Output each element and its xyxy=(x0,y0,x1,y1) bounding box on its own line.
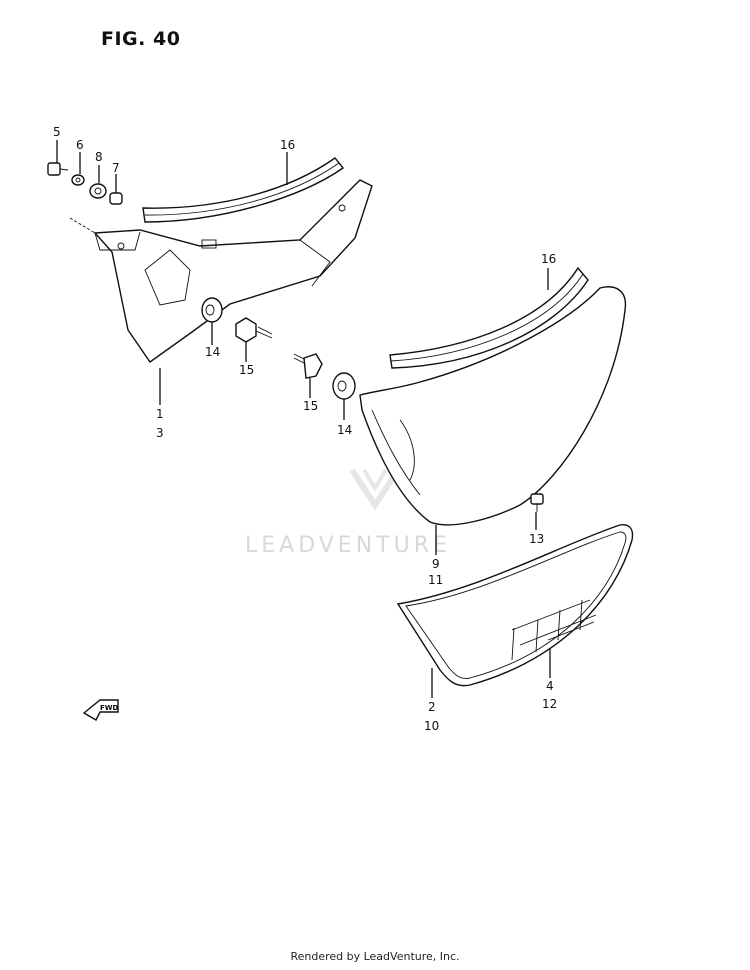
bolt-5[interactable] xyxy=(47,162,69,176)
callout-16-right: 16 xyxy=(541,252,556,266)
figure-title: FIG. 40 xyxy=(101,28,181,50)
seal-right[interactable] xyxy=(389,266,589,369)
grommet-14-right[interactable] xyxy=(332,372,356,400)
washer-6[interactable] xyxy=(71,174,85,186)
callout-2: 2 xyxy=(428,700,436,714)
callout-4: 4 xyxy=(546,679,554,693)
watermark-text: LEADVENTURE xyxy=(245,533,451,558)
screw-15-right[interactable] xyxy=(293,353,323,379)
emblem-lettering[interactable] xyxy=(511,599,597,661)
callout-5: 5 xyxy=(53,125,61,139)
callout-15-right: 15 xyxy=(303,399,318,413)
callout-11: 11 xyxy=(428,573,443,587)
grommet-14-left[interactable] xyxy=(201,297,223,323)
fwd-label: FWD xyxy=(100,704,119,712)
callout-14-right: 14 xyxy=(337,423,352,437)
callout-14-left: 14 xyxy=(205,345,220,359)
callout-1: 1 xyxy=(156,407,164,421)
fwd-arrow-icon: FWD xyxy=(82,699,119,721)
callout-3: 3 xyxy=(156,426,164,440)
right-side-cover[interactable] xyxy=(359,286,627,526)
callout-8: 8 xyxy=(95,150,103,164)
footer-credit: Rendered by LeadVenture, Inc. xyxy=(290,950,460,963)
callout-10: 10 xyxy=(424,719,439,733)
callout-15-left: 15 xyxy=(239,363,254,377)
leader-lines xyxy=(56,140,551,698)
collar-7[interactable] xyxy=(109,192,123,205)
emblem-outline[interactable] xyxy=(396,523,634,687)
callout-9: 9 xyxy=(432,557,440,571)
grommet-8[interactable] xyxy=(89,183,107,199)
callout-12: 12 xyxy=(542,697,557,711)
parts-diagram: LEADVENTURE xyxy=(47,125,634,733)
callout-16-left: 16 xyxy=(280,138,295,152)
left-side-cover[interactable] xyxy=(93,179,373,363)
seal-left[interactable] xyxy=(142,157,345,223)
watermark-logo xyxy=(349,468,401,511)
callout-13: 13 xyxy=(529,532,544,546)
bolt-13[interactable] xyxy=(530,493,544,512)
callout-6: 6 xyxy=(76,138,84,152)
screw-15-left[interactable] xyxy=(235,317,273,343)
callout-7: 7 xyxy=(112,161,120,175)
